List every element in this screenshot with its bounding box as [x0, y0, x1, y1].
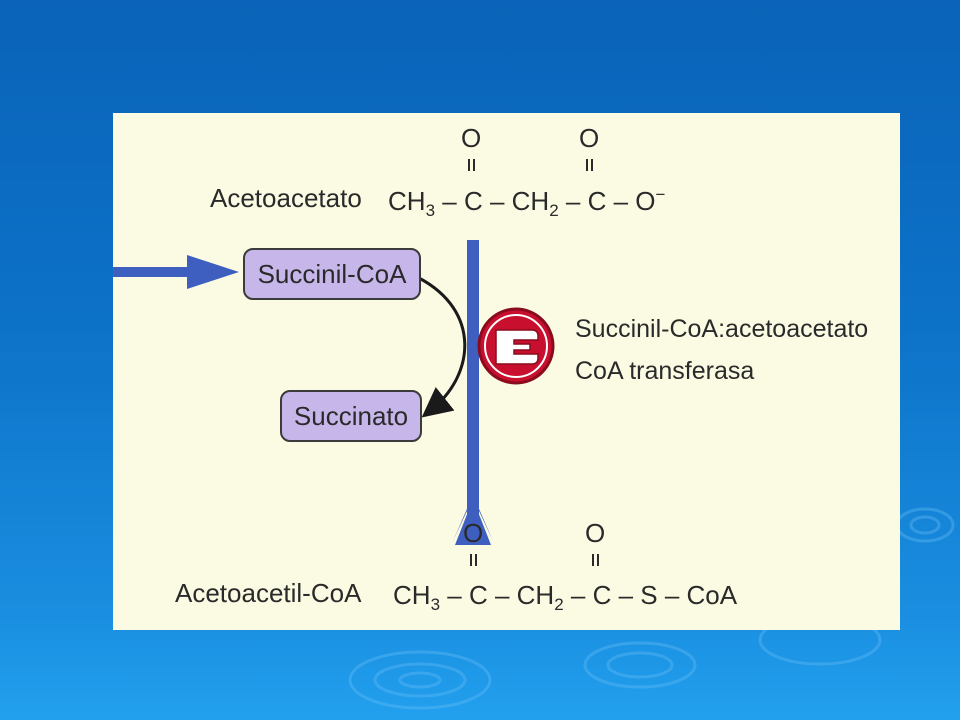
enzyme-name-line2: CoA transferasa: [575, 357, 755, 385]
product-oxygen-1: O: [463, 518, 484, 548]
substrate-oxygen-1: O: [461, 123, 482, 153]
substrate-formula: CH3 – C – CH2 – C – O−: [388, 185, 666, 220]
incoming-arrow-head: [187, 255, 239, 289]
transfer-curve-arrow: [418, 276, 467, 418]
enzyme-name-line1: Succinil-CoA:acetoacetato: [575, 315, 869, 343]
diagram-panel: Acetoacetato O O CH3 – C – CH2 – C – O− …: [113, 113, 900, 630]
substrate-double-bond-1: [468, 159, 475, 171]
succinato-box: Succinato: [280, 390, 422, 442]
incoming-arrow-shaft: [113, 267, 191, 277]
main-arrow-shaft: [467, 240, 479, 545]
substrate-double-bond-2: [586, 159, 593, 171]
product-formula: CH3 – C – CH2 – C – S – CoA: [393, 580, 738, 614]
succinil-coa-box: Succinil-CoA: [243, 248, 421, 300]
enzyme-e-icon: [477, 307, 555, 385]
product-oxygen-2: O: [585, 518, 606, 548]
substrate-name: Acetoacetato: [210, 183, 362, 213]
product-name: Acetoacetil-CoA: [175, 578, 362, 608]
reaction-arrows: [113, 240, 493, 545]
substrate-oxygen-2: O: [579, 123, 600, 153]
product-double-bond-2: [592, 554, 599, 566]
product-double-bond-1: [470, 554, 477, 566]
